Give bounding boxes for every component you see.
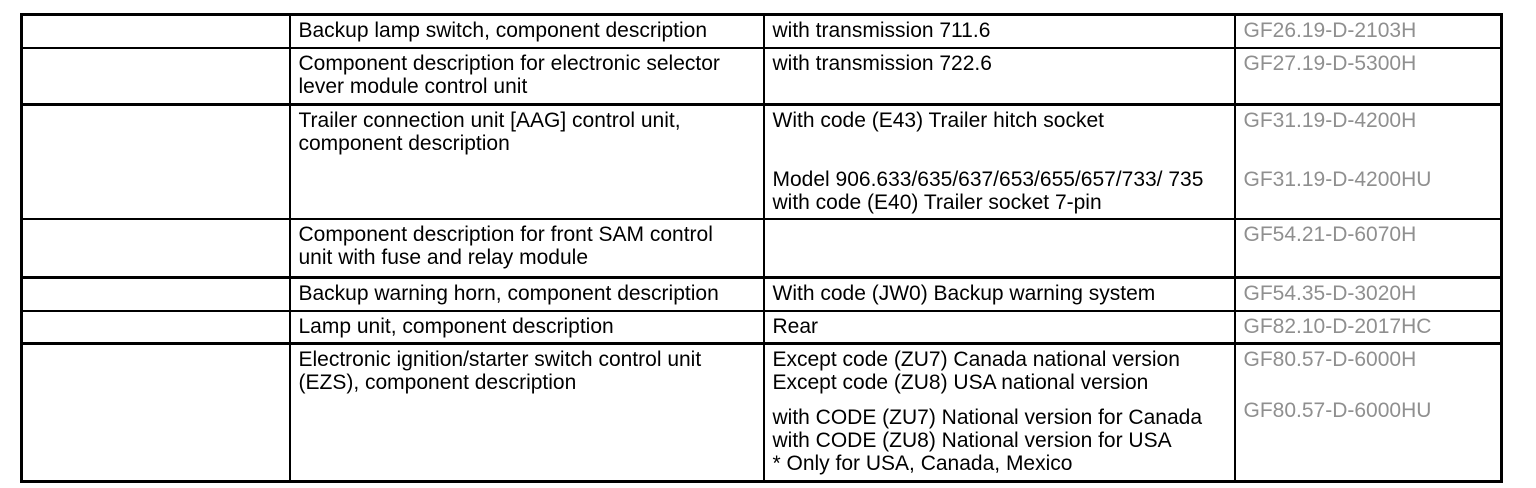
- margin-cell: [20, 217, 291, 279]
- table-row: Electronic ignition/starter switch contr…: [20, 342, 1503, 483]
- condition-cell: with transmission 722.6: [762, 46, 1236, 106]
- code-cell: GF54.21-D-6070H: [1233, 217, 1503, 279]
- component-cell: Backup warning horn, component descripti…: [288, 276, 765, 312]
- condition-text: Except code (ZU7) Canada national versio…: [772, 348, 1180, 394]
- table-row: Backup warning horn, component descripti…: [20, 276, 1503, 312]
- condition-cell: Rear: [762, 309, 1236, 345]
- code-cell: GF27.19-D-5300H: [1233, 46, 1503, 106]
- component-text: Backup lamp switch, component descriptio…: [298, 19, 708, 42]
- margin-cell: [20, 103, 291, 220]
- component-text: Backup warning horn, component descripti…: [298, 282, 719, 305]
- component-cell: Component description for electronic sel…: [288, 46, 765, 106]
- condition-cell: With code (JW0) Backup warning system: [762, 276, 1236, 312]
- component-cell: Lamp unit, component description: [288, 309, 765, 345]
- condition-text: With code (E43) Trailer hitch socket: [772, 109, 1104, 132]
- component-text: Component description for electronic sel…: [298, 51, 720, 98]
- document-code-link[interactable]: GF82.10-D-2017HC: [1243, 314, 1432, 338]
- component-text: Trailer connection unit [AAG] control un…: [298, 109, 681, 155]
- document-code-link[interactable]: GF80.57-D-6000H: [1243, 348, 1417, 371]
- condition-text: with transmission 722.6: [772, 51, 992, 75]
- table-row: Component description for electronic sel…: [20, 46, 1503, 106]
- document-code-link[interactable]: GF31.19-D-4200H: [1243, 109, 1417, 132]
- condition-text: Model 906.633/635/637/653/655/657/733/ 7…: [772, 168, 1204, 214]
- condition-text: Rear: [772, 314, 819, 338]
- document-code-link[interactable]: GF54.21-D-6070H: [1243, 222, 1417, 246]
- document-code-link[interactable]: GF31.19-D-4200HU: [1243, 168, 1432, 191]
- document-code-link[interactable]: GF27.19-D-5300H: [1243, 51, 1417, 75]
- code-cell: GF82.10-D-2017HC: [1233, 309, 1503, 345]
- table-row: Backup lamp switch, component descriptio…: [20, 13, 1503, 49]
- margin-cell: [20, 309, 291, 345]
- component-cell: Backup lamp switch, component descriptio…: [288, 13, 765, 49]
- document-code-link[interactable]: GF26.19-D-2103H: [1243, 19, 1417, 42]
- condition-text: with transmission 711.6: [772, 19, 991, 42]
- code-cell: GF31.19-D-4200H GF31.19-D-4200HU: [1233, 103, 1503, 220]
- condition-cell: Except code (ZU7) Canada national versio…: [762, 342, 1236, 483]
- condition-text: With code (JW0) Backup warning system: [772, 282, 1156, 305]
- document-table-container: Backup lamp switch, component descriptio…: [20, 13, 1503, 483]
- condition-cell: With code (E43) Trailer hitch socket Mod…: [762, 103, 1236, 220]
- condition-cell: with transmission 711.6: [762, 13, 1236, 49]
- component-text: Component description for front SAM cont…: [298, 222, 713, 269]
- code-cell: GF26.19-D-2103H: [1233, 13, 1503, 49]
- condition-cell: [762, 217, 1236, 279]
- margin-cell: [20, 46, 291, 106]
- component-cell: Trailer connection unit [AAG] control un…: [288, 103, 765, 220]
- condition-text: with CODE (ZU7) National version for Can…: [772, 406, 1203, 475]
- component-text: Electronic ignition/starter switch contr…: [298, 348, 702, 394]
- component-description-table: Backup lamp switch, component descriptio…: [20, 13, 1503, 483]
- document-code-link[interactable]: GF80.57-D-6000HU: [1243, 399, 1432, 422]
- component-text: Lamp unit, component description: [298, 314, 614, 338]
- table-row: Component description for front SAM cont…: [20, 217, 1503, 279]
- table-row: Lamp unit, component description Rear GF…: [20, 309, 1503, 345]
- margin-cell: [20, 276, 291, 312]
- document-code-link[interactable]: GF54.35-D-3020H: [1243, 282, 1417, 305]
- code-cell: GF54.35-D-3020H: [1233, 276, 1503, 312]
- component-cell: Electronic ignition/starter switch contr…: [288, 342, 765, 483]
- component-cell: Component description for front SAM cont…: [288, 217, 765, 279]
- margin-cell: [20, 13, 291, 49]
- table-row: Trailer connection unit [AAG] control un…: [20, 103, 1503, 220]
- margin-cell: [20, 342, 291, 483]
- code-cell: GF80.57-D-6000H GF80.57-D-6000HU: [1233, 342, 1503, 483]
